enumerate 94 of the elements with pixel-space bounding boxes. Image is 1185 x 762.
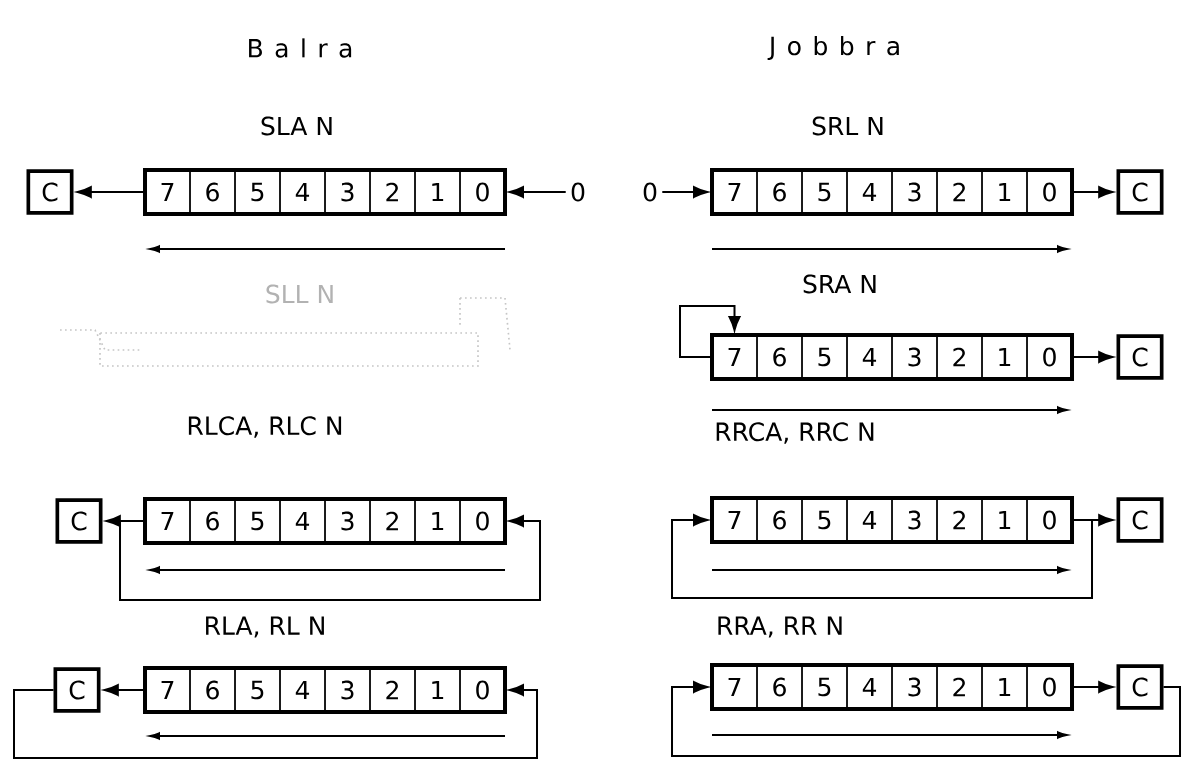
bit-cell: 1 [414,498,461,544]
instruction-label: SLA N [261,116,332,136]
bit-cell: 0 [1026,169,1073,215]
bit-cell: 4 [846,334,893,380]
bit-cell: 6 [756,169,803,215]
arrow [661,186,709,198]
bit-cell: 4 [846,664,893,710]
bit-cell: 2 [936,497,983,543]
bit-cell: 5 [234,498,281,544]
bit-cell: 3 [891,664,938,710]
bit-cell: 1 [981,497,1028,543]
carry-box: C [55,498,103,544]
bit-cell: 0 [459,169,506,215]
bit-cell: 7 [711,497,758,543]
faded-instruction-label: SLL N [266,284,333,304]
arrow [671,681,1181,757]
bit-cell: 3 [324,667,371,713]
heading: J o b b r a [767,36,899,60]
arrow [103,684,146,696]
register-box [143,666,507,714]
bit-cell: 4 [846,497,893,543]
register-box [143,497,507,545]
bit-cell: 6 [756,334,803,380]
bit-cell: 1 [981,169,1028,215]
bit-cell: 0 [1026,664,1073,710]
instruction-label: RRA, RR N [718,616,842,638]
bit-cell: 7 [144,498,191,544]
carry-box: C [1116,497,1164,543]
instruction-label: RRCA, RRC N [716,422,874,444]
bit-cell: 4 [279,498,326,544]
register-box [710,168,1074,216]
arrow [1071,351,1114,363]
carry-box: C [1116,334,1164,380]
bit-cell: 7 [144,667,191,713]
bit-cell: 3 [324,498,371,544]
bit-cell: 2 [369,667,416,713]
bit-cell: 3 [891,334,938,380]
register-box [710,496,1074,544]
bit-cell: 5 [801,497,848,543]
bit-cell: 4 [279,169,326,215]
bit-cell: 0 [459,667,506,713]
bit-cell: 3 [891,497,938,543]
bit-cell: 2 [936,664,983,710]
carry-box: C [53,667,101,713]
bit-cell: 6 [189,667,236,713]
arrow [679,305,741,358]
instruction-label: RLCA, RLC N [188,416,342,438]
arrow [1071,681,1114,693]
instruction-label: SRL N [812,116,883,136]
heading: B a l r a [249,38,352,58]
bit-cell: 3 [324,169,371,215]
arrow [13,684,538,759]
bit-cell: 7 [711,334,758,380]
input-value: 0 [571,182,585,202]
arrow [119,515,541,601]
instruction-label: SRA N [803,274,876,294]
bit-cell: 5 [234,667,281,713]
bit-cell: 5 [234,169,281,215]
bit-cell: 7 [144,169,191,215]
bit-cell: 2 [369,169,416,215]
bit-cell: 0 [1026,497,1073,543]
bit-cell: 5 [801,169,848,215]
bit-cell: 2 [936,334,983,380]
register-box [710,333,1074,381]
bit-cell: 6 [756,664,803,710]
bit-cell: 4 [279,667,326,713]
bit-cell: 0 [1026,334,1073,380]
bit-cell: 6 [189,169,236,215]
carry-box: C [26,169,74,215]
register-box [710,663,1074,711]
arrow [508,186,567,198]
bit-cell: 6 [756,497,803,543]
input-value: 0 [643,182,657,202]
arrow [671,514,1093,599]
bit-cell: 2 [936,169,983,215]
bit-cell: 7 [711,664,758,710]
arrow [76,186,146,198]
bit-cell: 0 [459,498,506,544]
bit-cell: 5 [801,334,848,380]
bit-cell: 4 [846,169,893,215]
bit-cell: 1 [981,664,1028,710]
arrow [1071,186,1114,198]
register-box [143,168,507,216]
bit-cell: 7 [711,169,758,215]
instruction-label: RLA, RL N [206,616,324,638]
carry-box: C [1116,664,1164,710]
bit-cell: 1 [414,169,461,215]
bit-cell: 6 [189,498,236,544]
bit-cell: 3 [891,169,938,215]
carry-box: C [1116,169,1164,215]
bit-cell: 5 [801,664,848,710]
bit-cell: 1 [414,667,461,713]
bit-cell: 2 [369,498,416,544]
bit-cell: 1 [981,334,1028,380]
